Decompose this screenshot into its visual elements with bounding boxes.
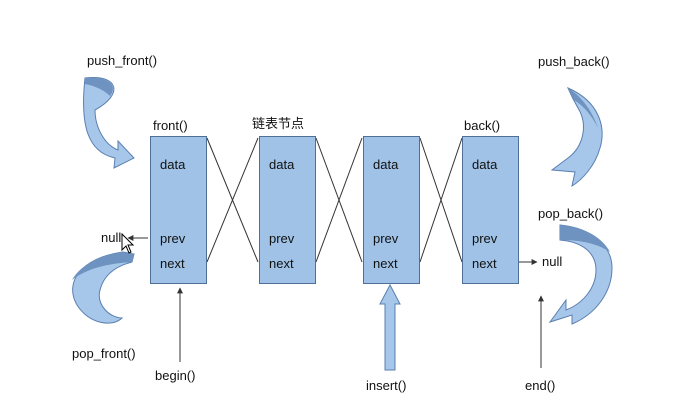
- front-label: front(): [153, 118, 188, 133]
- pop-back-arrow-shade: [560, 225, 610, 252]
- link-prev-4-3: [419, 137, 463, 263]
- null-left-label: null: [101, 230, 122, 245]
- list-node-3: data prev next: [363, 136, 420, 284]
- insert-arrow: [379, 283, 401, 371]
- node-field-next: next: [472, 256, 497, 271]
- list-node-4: data prev next: [462, 136, 519, 284]
- push-back-arrow-shade: [568, 88, 598, 128]
- node-field-next: next: [160, 256, 185, 271]
- node-links: [206, 137, 463, 263]
- end-label: end(): [525, 378, 556, 393]
- list-node-2: data prev next: [259, 136, 316, 284]
- push-back-label: push_back(): [538, 54, 610, 69]
- node-field-prev: prev: [373, 231, 399, 246]
- push-back-curved-arrow: [550, 87, 603, 188]
- link-prev-3-2: [315, 137, 363, 263]
- node-field-data: data: [373, 157, 399, 172]
- node-field-data: data: [160, 157, 186, 172]
- push-front-curved-arrow: [83, 77, 135, 169]
- push-front-arrow-shade: [85, 77, 113, 96]
- back-label: back(): [464, 118, 501, 133]
- pop-front-label: pop_front(): [72, 346, 136, 361]
- link-prev-2-1: [206, 137, 259, 263]
- list-node-1: data prev next: [150, 136, 207, 284]
- node-field-next: next: [373, 256, 398, 271]
- node-field-prev: prev: [269, 231, 295, 246]
- node-field-data: data: [472, 157, 498, 172]
- node-field-next: next: [269, 256, 294, 271]
- insert-label: insert(): [366, 378, 407, 393]
- diagram-title: 链表节点: [252, 116, 305, 131]
- pop-back-label: pop_back(): [538, 206, 604, 221]
- null-right-label: null: [542, 254, 563, 269]
- node-field-data: data: [269, 157, 295, 172]
- pop-front-arrow-shade: [72, 252, 134, 280]
- node-field-prev: prev: [472, 231, 498, 246]
- push-front-label: push_front(): [87, 53, 158, 68]
- mouse-pointer-icon: [121, 233, 135, 254]
- node-field-prev: prev: [160, 231, 186, 246]
- begin-label: begin(): [155, 368, 196, 383]
